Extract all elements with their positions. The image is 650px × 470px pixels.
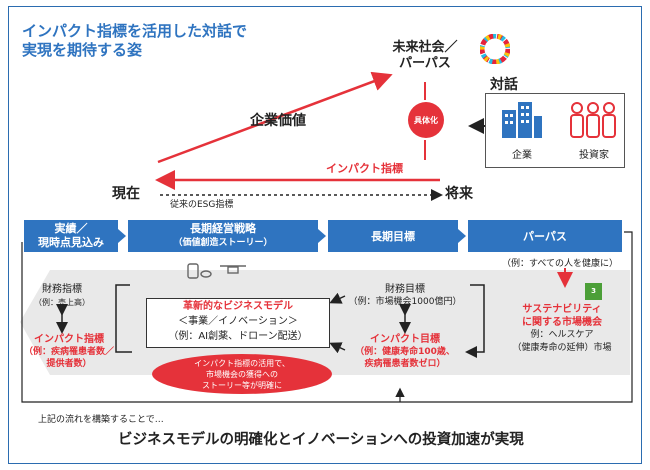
future-society: 未来社会／ パーパス: [385, 40, 465, 72]
mid-fin-example: （例：市場機会1000億円）: [348, 297, 462, 307]
purpose-example: （例：すべての人を健康に）: [501, 259, 618, 269]
mid-fin-label: 財務目標: [385, 284, 425, 295]
title-line2: 実現を期待する姿: [22, 41, 143, 59]
future-line2: パーパス: [399, 56, 451, 71]
model-title: 革新的なビジネスモデル: [183, 301, 293, 312]
sdg-badge-number: 3: [591, 287, 596, 295]
company-label: 企業: [512, 150, 532, 161]
strategy-box: 長期経営戦略 （価値創造ストーリー）: [128, 220, 318, 252]
mid-impact-example2: 疾病罹患者数ゼロ）: [364, 359, 446, 369]
insight-bubble: インパクト指標の活用で、 市場機会の獲得への ストーリー等が明確に: [152, 354, 332, 394]
market-line4: （健康寿命の延伸）市場: [512, 343, 612, 353]
purpose-label: パーパス: [523, 230, 567, 243]
market-line3: 例：ヘルスケア: [530, 330, 594, 340]
mid-impact-example1: （例：健康寿命100歳、: [355, 347, 455, 357]
market-line1: サステナビリティ: [522, 304, 602, 315]
future-line1: 未来社会／: [392, 40, 458, 55]
model-line2: ＜事業／イノベーション＞: [178, 316, 298, 327]
footer-note: 上記の流れを構築することで…: [38, 415, 164, 425]
bubble-line3: ストーリー等が明確に: [202, 380, 282, 390]
left-impact-label: インパクト指標: [34, 334, 104, 345]
market-opportunity: サステナビリティ に関する市場機会 例：ヘルスケア （健康寿命の延伸）市場: [500, 303, 624, 355]
business-model-box: 革新的なビジネスモデル ＜事業／イノベーション＞ （例：AI創薬、ドローン配送）: [146, 298, 330, 348]
footer-headline: ビジネスモデルの明確化とイノベーションへの投資加速が実現: [118, 432, 524, 448]
model-line3: （例：AI創薬、ドローン配送）: [168, 331, 308, 342]
long-term-goal-box: 長期目標: [328, 220, 458, 252]
strategy-line1: 長期経営戦略: [190, 222, 256, 235]
strategy-line2: （価値創造ストーリー）: [173, 238, 273, 248]
bubble-line1: インパクト指標の活用で、: [194, 358, 290, 368]
mid-impact: インパクト目標 （例：健康寿命100歳、 疾病罹患者数ゼロ）: [338, 334, 472, 370]
left-fin-example: （例：売上高）: [34, 298, 90, 307]
market-line2: に関する市場機会: [522, 317, 602, 328]
future-label: 将来: [445, 186, 473, 202]
goal-label: 長期目標: [371, 230, 415, 243]
corporate-value-label: 企業価値: [250, 113, 306, 129]
investors-icon: [570, 102, 616, 138]
sdg-wheel-icon: [480, 34, 510, 64]
medicine-drone-icon: [187, 263, 246, 279]
corporate-value-arrow: [157, 71, 393, 164]
left-impact: インパクト指標 （例：疾病罹患者数／ 提供者数）: [14, 334, 124, 370]
dialogue-box: 企業 投資家: [485, 93, 625, 168]
building-icon: [502, 102, 542, 138]
mid-impact-label: インパクト目標: [370, 334, 440, 345]
mid-financial: 財務目標 （例：市場機会1000億円）: [345, 283, 465, 309]
left-financial: 財務指標 （例：売上高）: [28, 283, 96, 309]
page-title: インパクト指標を活用した対話で 実現を期待する姿: [22, 22, 247, 60]
left-impact-example2: 提供者数）: [46, 359, 92, 369]
results-box: 実績／ 現時点見込み: [24, 220, 118, 252]
bubble-line2: 市場機会の獲得への: [206, 369, 278, 379]
concretize-circle: 具体化: [408, 102, 444, 138]
left-fin-label: 財務指標: [42, 284, 82, 295]
sdg-goal3-icon: 3: [585, 283, 602, 300]
purpose-box: パーパス: [468, 220, 622, 252]
dialogue-label: 対話: [490, 77, 518, 93]
present-label: 現在: [112, 186, 140, 202]
results-line1: 実績／: [54, 222, 88, 235]
esg-label: 従来のESG指標: [170, 200, 234, 210]
left-impact-example1: （例：疾病罹患者数／: [23, 347, 114, 357]
impact-indicator-label: インパクト指標: [326, 162, 403, 175]
concretize-label: 具体化: [414, 115, 438, 125]
title-line1: インパクト指標を活用した対話で: [22, 22, 248, 40]
investor-label: 投資家: [579, 150, 609, 161]
results-line2: 現時点見込み: [38, 236, 104, 249]
